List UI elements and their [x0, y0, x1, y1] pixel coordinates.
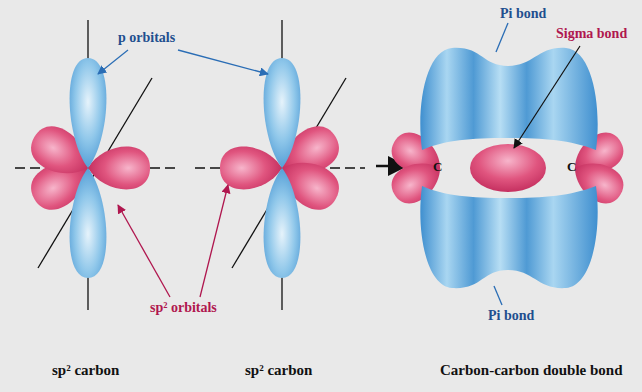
- pi-cloud-bottom: [420, 186, 597, 288]
- sp2-carbon-left: [15, 20, 175, 310]
- leader-lines: [98, 23, 580, 305]
- caption-label: sp² carbon: [52, 362, 119, 379]
- double-bond: [385, 48, 629, 288]
- pi-cloud-top: [420, 48, 597, 150]
- bond-label: Pi bond: [500, 6, 546, 21]
- atom-label: C: [433, 160, 442, 174]
- bond-label: Sigma bond: [556, 26, 627, 41]
- caption-label: Carbon-carbon double bond: [440, 362, 623, 379]
- orbital-label: sp² orbitals: [150, 300, 217, 315]
- bond-label: Pi bond: [488, 308, 534, 323]
- orbital-label: p orbitals: [118, 30, 175, 45]
- caption-label: sp² carbon: [245, 362, 312, 379]
- sigma-bond-lobe: [470, 144, 546, 192]
- sp2-carbon-right: [195, 20, 365, 310]
- atom-label: C: [567, 160, 576, 174]
